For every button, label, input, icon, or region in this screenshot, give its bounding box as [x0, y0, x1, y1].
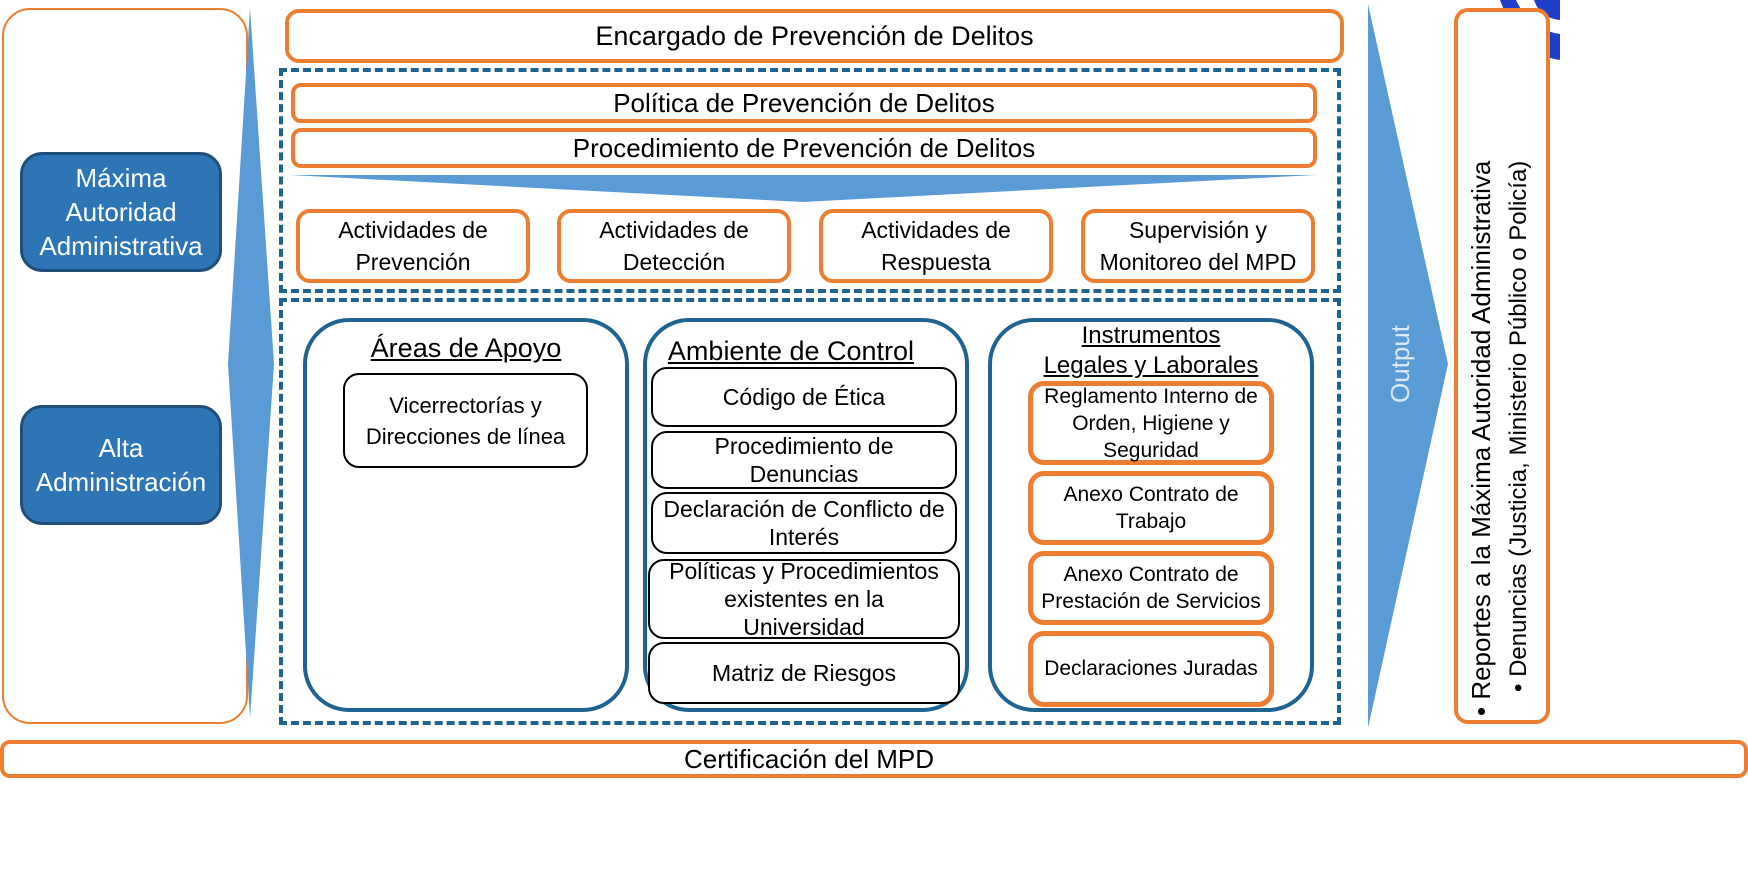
reportes-main: • Reportes a la Máxima Autoridad Adminis… [1466, 160, 1496, 716]
activity-supervision: Supervisión y Monitoreo del MPD [1081, 209, 1315, 283]
role-alta-label: Alta Administración [35, 433, 207, 497]
activity-label: Supervisión y Monitoreo del MPD [1099, 217, 1297, 275]
instrument-item: Reglamento Interno de Orden, Higiene y S… [1028, 381, 1274, 465]
activity-label: Actividades de Prevención [338, 217, 488, 275]
encargado-label: Encargado de Prevención de Delitos [595, 20, 1034, 51]
ambiente-control-title-label: Ambiente de Control [667, 335, 915, 366]
role-maxima-autoridad: Máxima Autoridad Administrativa [20, 152, 222, 272]
procedimiento-box: Procedimiento de Prevención de Delitos [291, 128, 1317, 168]
governance-panel [2, 8, 248, 724]
procedimiento-label: Procedimiento de Prevención de Delitos [572, 132, 1036, 163]
control-item-label: Matriz de Riesgos [711, 659, 897, 686]
role-alta-administracion: Alta Administración [20, 405, 222, 525]
control-item: Código de Ética [651, 367, 957, 427]
control-item-label: Políticas y Procedimientos existentes en… [669, 558, 939, 640]
controls-container [279, 298, 1341, 725]
reportes-sub: • Denuncias (Justicia, Ministerio Públic… [1505, 160, 1532, 692]
ambiente-control-title: Ambiente de Control [643, 333, 939, 369]
activity-label: Actividades de Respuesta [861, 217, 1011, 275]
instrumentos-title-line2: Legales y Laborales [1043, 352, 1259, 379]
control-item-label: Código de Ética [722, 383, 886, 410]
control-item: Procedimiento de Denuncias [651, 431, 957, 489]
vicerrectorias-box: Vicerrectorías y Direcciones de línea [343, 373, 588, 468]
politica-box: Política de Prevención de Delitos [291, 83, 1317, 123]
control-item: Políticas y Procedimientos existentes en… [648, 558, 960, 640]
instrument-item: Anexo Contrato de Prestación de Servicio… [1028, 551, 1274, 625]
control-item: Matriz de Riesgos [648, 642, 960, 704]
instrument-item-label: Declaraciones Juradas [1044, 657, 1258, 680]
output-label: Output [1383, 309, 1417, 419]
reportes-box [1454, 8, 1550, 724]
reportes-text: • Reportes a la Máxima Autoridad Adminis… [1462, 16, 1542, 716]
areas-apoyo-title: Áreas de Apoyo [303, 330, 629, 366]
instrument-item: Anexo Contrato de Trabajo [1028, 471, 1274, 545]
activity-label: Actividades de Detección [599, 217, 749, 275]
areas-apoyo-title-label: Áreas de Apoyo [370, 332, 562, 363]
instrumentos-title: Instrumentos Legales y Laborales [988, 321, 1314, 385]
vicerrectorias-label: Vicerrectorías y Direcciones de línea [365, 392, 566, 449]
control-item-label: Declaración de Conflicto de Interés [663, 496, 945, 550]
output-label-text: Output [1384, 324, 1415, 404]
certificacion-bar: Certificación del MPD [0, 740, 1748, 778]
instrument-item-label: Reglamento Interno de Orden, Higiene y S… [1044, 384, 1258, 462]
certificacion-label: Certificación del MPD [684, 743, 934, 774]
activity-deteccion: Actividades de Detección [557, 209, 791, 283]
role-maxima-label: Máxima Autoridad Administrativa [39, 163, 203, 261]
instrument-item-label: Anexo Contrato de Prestación de Servicio… [1041, 563, 1261, 613]
activity-prevencion: Actividades de Prevención [296, 209, 530, 283]
instrument-item-label: Anexo Contrato de Trabajo [1063, 483, 1239, 533]
policy-container [279, 68, 1341, 293]
instrument-item: Declaraciones Juradas [1028, 631, 1274, 707]
instrumentos-title-line1: Instrumentos [1081, 322, 1221, 349]
activity-respuesta: Actividades de Respuesta [819, 209, 1053, 283]
control-item-label: Procedimiento de Denuncias [714, 433, 894, 487]
encargado-box: Encargado de Prevención de Delitos [285, 9, 1344, 63]
politica-label: Política de Prevención de Delitos [613, 87, 995, 118]
control-item: Declaración de Conflicto de Interés [651, 492, 957, 554]
